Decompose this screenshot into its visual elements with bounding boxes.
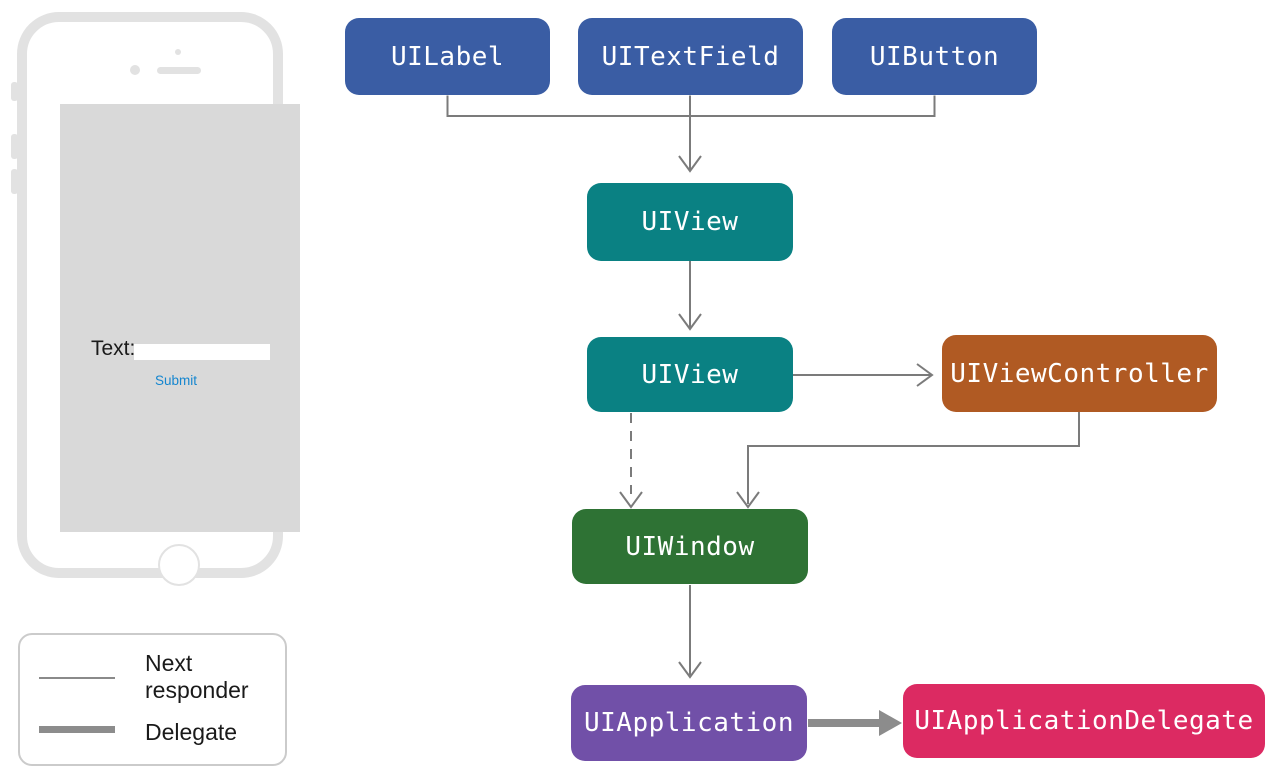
volume-up-button: [11, 134, 18, 159]
edge-uiviewcontroller-to-uiwindow: [747, 412, 1080, 504]
node-uibutton-label: UIButton: [869, 41, 1000, 72]
arrowhead-top-to-uiview: [678, 155, 702, 173]
node-uitextfield: UITextField: [578, 18, 803, 95]
earpiece-speaker: [157, 67, 201, 74]
arrowhead-uiview-to-uiwindow: [619, 491, 643, 509]
legend-label-delegate: Delegate: [145, 719, 238, 745]
arrowhead-uiviewcontroller-to-uiwindow: [736, 491, 760, 509]
node-uiviewcontroller-label: UIViewController: [950, 358, 1209, 389]
text-input[interactable]: [134, 344, 270, 360]
node-uiview-root: UIView: [587, 337, 793, 412]
legend-label-next-responder: Next responder: [145, 650, 249, 703]
legend: Next responder Delegate: [18, 633, 287, 766]
node-uiviewcontroller: UIViewController: [942, 335, 1217, 412]
node-uiview-root-label: UIView: [641, 359, 739, 390]
front-camera-icon: [130, 65, 140, 75]
node-uiapplication: UIApplication: [571, 685, 807, 761]
arrowhead-uiwindow-to-uiapplication: [678, 661, 702, 679]
phone-screen: Text: Submit: [60, 104, 300, 532]
proximity-sensor-icon: [175, 49, 181, 55]
arrowhead-delegate: [879, 710, 902, 736]
next-responder-line-swatch: [39, 677, 115, 679]
node-uibutton: UIButton: [832, 18, 1037, 95]
node-uiview-top-label: UIView: [641, 207, 739, 237]
volume-down-button: [11, 169, 18, 194]
node-uilabel-label: UILabel: [390, 41, 505, 72]
node-uiapplicationdelegate-label: UIApplicationDelegate: [914, 706, 1254, 736]
arrowhead-uiview-to-uiview: [678, 313, 702, 331]
delegate-line-swatch: [39, 726, 115, 733]
node-uitextfield-label: UITextField: [601, 41, 780, 72]
node-uiwindow: UIWindow: [572, 509, 808, 584]
node-uiapplicationdelegate: UIApplicationDelegate: [903, 684, 1265, 758]
submit-button[interactable]: Submit: [155, 373, 235, 388]
mute-switch: [11, 82, 18, 101]
phone-body: Text: Submit: [17, 12, 300, 586]
node-uiview-top: UIView: [587, 183, 793, 261]
node-uilabel: UILabel: [345, 18, 550, 95]
node-uiapplication-label: UIApplication: [584, 708, 794, 738]
arrowhead-uiview-to-uiviewcontroller: [916, 363, 934, 387]
edge-merge-bracket: [446, 95, 936, 117]
home-button[interactable]: [158, 544, 200, 586]
node-uiwindow-label: UIWindow: [625, 531, 755, 562]
text-field-label: Text:: [91, 337, 136, 360]
